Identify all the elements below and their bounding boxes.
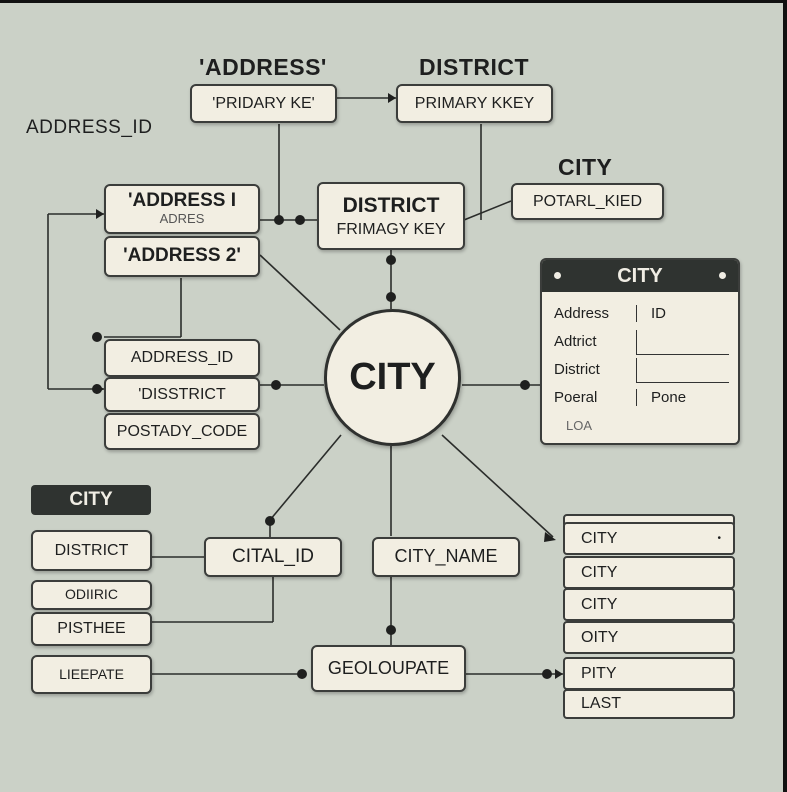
address1-label: 'ADDRESS I bbox=[128, 190, 236, 212]
address-primary-key-box[interactable]: 'PRIDARY KE' bbox=[190, 84, 337, 123]
stack-item[interactable]: PITY bbox=[563, 657, 735, 690]
table-row-value: Pone bbox=[636, 389, 686, 406]
district-primary-key-box[interactable]: PRIMARY KKEY bbox=[396, 84, 553, 123]
table-row-input[interactable] bbox=[636, 330, 729, 355]
address-id-label: ADDRESS_ID bbox=[26, 117, 153, 138]
bottom-item-box[interactable]: PISTHEE bbox=[31, 612, 152, 646]
geolocation-box[interactable]: GEOLOUPATE bbox=[311, 645, 466, 692]
stack-item[interactable]: OITY bbox=[563, 621, 735, 654]
table-row-label: Address bbox=[554, 305, 610, 322]
header-dot-right bbox=[719, 272, 726, 279]
city-name-box[interactable]: CITY_NAME bbox=[372, 537, 520, 577]
stack-item-dot: • bbox=[717, 533, 721, 544]
table-row-input[interactable] bbox=[636, 358, 729, 383]
address1-sublabel: ADRES bbox=[159, 211, 205, 227]
district-entity-subtitle: FRIMAGY KEY bbox=[336, 220, 446, 238]
district-entity-title: DISTRICT bbox=[342, 193, 440, 217]
city-table[interactable]: CITY Address ID Adtrict District Poeral … bbox=[540, 258, 740, 445]
district-heading: DISTRICT bbox=[419, 54, 530, 80]
district-field[interactable]: 'DISSTRICT bbox=[104, 377, 260, 412]
bottom-item-box[interactable]: LIEEPATE bbox=[31, 655, 152, 694]
postal-code-field[interactable]: POSTADY_CODE bbox=[104, 413, 260, 450]
table-row-label: Poeral bbox=[554, 389, 598, 406]
city-center-node[interactable]: CITY bbox=[324, 309, 461, 446]
postal-key-box[interactable]: POTARL_KIED bbox=[511, 183, 664, 220]
city-table-title: CITY bbox=[617, 264, 663, 287]
stack-item[interactable]: CITY • bbox=[563, 522, 735, 555]
city-heading: CITY bbox=[558, 154, 613, 180]
bottom-item-box[interactable]: ODIIRIC bbox=[31, 580, 152, 610]
stack-item-label: CITY bbox=[581, 529, 618, 547]
bottom-district-box[interactable]: DISTRICT bbox=[31, 530, 152, 571]
cital-id-box[interactable]: CITAL_ID bbox=[204, 537, 342, 577]
table-row-label: District bbox=[554, 361, 600, 378]
table-row-label: Adtrict bbox=[554, 333, 597, 350]
district-entity-box[interactable]: DISTRICT FRIMAGY KEY bbox=[317, 182, 465, 250]
city-table-header: CITY bbox=[542, 260, 738, 292]
stack-item[interactable]: CITY bbox=[563, 556, 735, 589]
address-id-field[interactable]: ADDRESS_ID bbox=[104, 339, 260, 377]
table-row-value: ID bbox=[636, 305, 666, 322]
table-row-label: LOA bbox=[566, 418, 593, 433]
header-dot-left bbox=[554, 272, 561, 279]
stack-item[interactable]: CITY bbox=[563, 588, 735, 621]
address1-box[interactable]: 'ADDRESS I ADRES bbox=[104, 184, 260, 234]
address-heading: 'ADDRESS' bbox=[199, 54, 327, 80]
stack-item[interactable]: LAST bbox=[563, 689, 735, 719]
city-tag: CITY bbox=[31, 485, 151, 515]
address2-box[interactable]: 'ADDRESS 2' bbox=[104, 236, 260, 277]
